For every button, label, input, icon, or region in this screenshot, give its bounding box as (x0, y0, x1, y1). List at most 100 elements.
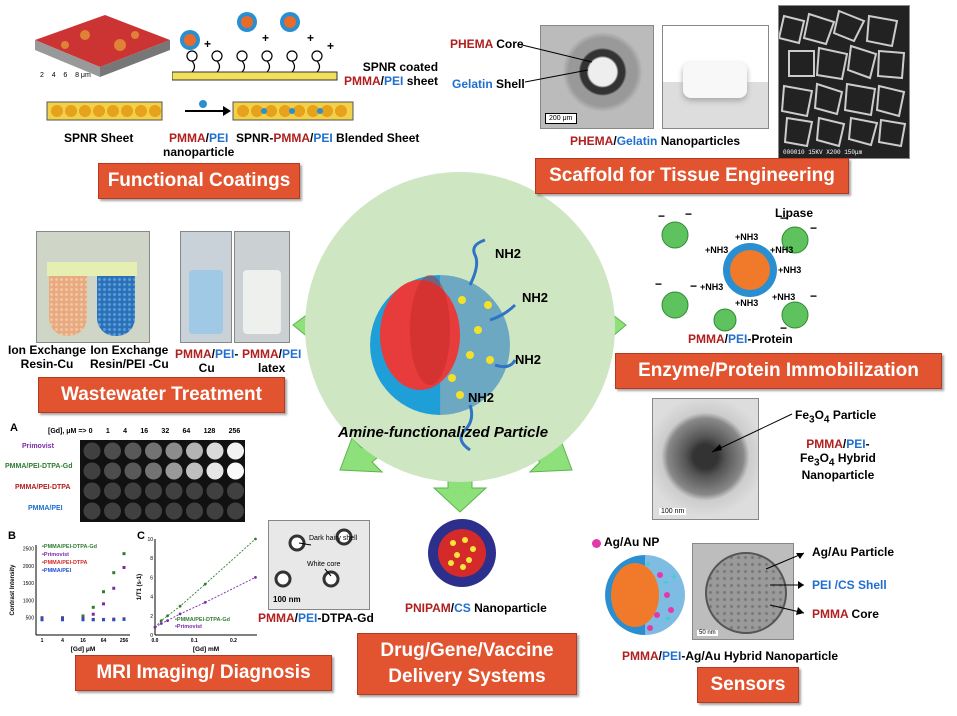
agau-hybrid-label: PMMA/PEI-Ag/Au Hybrid Nanoparticle (622, 649, 839, 663)
chart-b-point (81, 618, 85, 622)
tem-gd-image: Dark hairy shell White core 100 nm (268, 520, 370, 610)
svg-text:+: + (262, 31, 269, 45)
tem-particle-image: 200 μm (540, 25, 654, 129)
mri-phantom-well (145, 442, 162, 460)
chart-b-xtick: 64 (101, 638, 107, 644)
svg-text:−: − (658, 210, 665, 223)
chart-c-point (178, 612, 182, 616)
mri-phantom-well (186, 462, 203, 480)
chart-c-ytick: 0 (150, 633, 153, 639)
svg-text:−: − (655, 277, 662, 291)
resin-tubes-photo (36, 231, 150, 343)
nh3-label: +NH3 (700, 282, 724, 292)
scaffold-banner: Scaffold for Tissue Engineering (535, 158, 849, 194)
chart-b-point (112, 618, 116, 622)
chart-b-point (102, 602, 105, 606)
blending-schematic (46, 100, 354, 121)
nh2-label: NH2 (515, 352, 542, 367)
chart-b-point (112, 571, 116, 575)
mri-phantom-well (104, 482, 121, 500)
fe3o4-tem-image: 100 nm (652, 398, 759, 520)
agau-np-label: Ag/Au NP (604, 535, 660, 549)
tem-gd-scale: 100 nm (273, 595, 301, 604)
chart-b-point (102, 618, 105, 622)
chart-c-xlabel: [Gd] mM (193, 646, 219, 653)
tem-core-label: White core (307, 561, 341, 568)
fe3o4-hybrid-label: PMMA/PEI- Fe3O4 Hybrid Nanoparticle (800, 437, 876, 483)
pmma-pei-protein-label: PMMA/PEI-Protein (688, 332, 793, 346)
chart-b-point (122, 552, 126, 556)
mri-phantom-well (124, 462, 142, 480)
fe3o4-pointer (711, 413, 793, 453)
svg-text:+: + (204, 37, 211, 51)
mri-row-label: Primovist (22, 443, 54, 450)
mri-phantom-well (104, 502, 121, 520)
chart-b-xtick: 256 (120, 638, 129, 644)
mri-phantom-well (145, 462, 162, 480)
chart-b-point (81, 614, 85, 618)
mri-phantom-well (206, 442, 224, 460)
chart-b-legend: •PMMA/PEI-DTPA-Gd (42, 544, 97, 550)
scaffold-photo (662, 25, 769, 129)
chart-b-point (122, 617, 126, 621)
chart-b-point (91, 605, 95, 609)
pnipam-cs-label: PNIPAM/CS Nanoparticle (405, 601, 547, 615)
chart-b-xtick: 16 (80, 638, 86, 644)
chart-c-point (153, 625, 157, 629)
chart-b-ytick: 2000 (23, 564, 34, 570)
blended-sheet-label: SPNR-PMMA/PEI Blended Sheet (236, 131, 420, 145)
pei-cs-shell-label: PEI /CS Shell (812, 578, 887, 592)
chart-b-xlabel: [Gd] μM (71, 646, 96, 653)
agau-particle-label: Ag/Au Particle (812, 545, 895, 559)
mri-phantom-well (83, 442, 101, 460)
chart-b-point (91, 612, 95, 616)
chart-c-ytick: 10 (147, 537, 153, 543)
mri-phantom-well (145, 482, 162, 500)
svg-text:+: + (663, 578, 669, 589)
chart-c-point (203, 600, 207, 604)
chart-c-xtick: 0.1 (191, 638, 198, 644)
sem-footer: 000010 15KV X200 150μm (783, 149, 863, 156)
chart-b-point (61, 618, 64, 622)
scaffold-pointer-lines (517, 43, 593, 83)
nh3-label: +NH3 (770, 245, 794, 255)
chart-c-point (159, 622, 163, 625)
mri-phantom-well (104, 462, 121, 480)
chart-b-point (112, 586, 116, 590)
chart-c-ytick: 6 (150, 575, 153, 581)
pmma-core-label: PMMA Core (812, 607, 879, 621)
svg-text:+: + (645, 560, 651, 571)
svg-text:−: − (780, 211, 787, 225)
chart-c-series-line (154, 538, 256, 628)
latex-bottle-photo (234, 231, 290, 343)
mri-phantom-well (186, 482, 203, 500)
mri-phantom-well (124, 502, 142, 520)
mri-phantom-well (227, 482, 244, 500)
fe3o4-scale-bar: 100 nm (659, 508, 687, 515)
mri-phantom-well (124, 442, 142, 460)
chart-c-point (166, 614, 169, 618)
mri-phantom-well (206, 482, 224, 500)
afm-axis-ticks: 2 4 6 8 μm (40, 72, 91, 79)
mri-phantom-well (206, 502, 224, 520)
chart-b-ytick: 500 (26, 616, 35, 622)
mri-phantom-well (124, 482, 142, 500)
nh3-label: +NH3 (778, 265, 802, 275)
chart-c-ytick: 4 (150, 595, 153, 601)
panel-a-label: A (10, 422, 18, 434)
svg-text:−: − (780, 321, 787, 335)
mri-phantom-well (145, 502, 162, 520)
agau-scale-bar: 50 nm (697, 630, 718, 636)
sensor-pointer-lines (765, 552, 805, 615)
agau-np-dot (592, 539, 601, 548)
sensors-banner: Sensors (697, 667, 799, 703)
panel-c-label: C (137, 530, 145, 542)
chart-b-ytick: 2500 (23, 546, 34, 552)
mri-phantom-grid (80, 440, 245, 522)
nh3-label: +NH3 (735, 232, 759, 242)
mri-phantom-well (227, 462, 244, 480)
chart-b-ylabel: Contrast Intensity (10, 564, 16, 616)
sem-porous-image: 000010 15KV X200 150μm (778, 5, 910, 159)
